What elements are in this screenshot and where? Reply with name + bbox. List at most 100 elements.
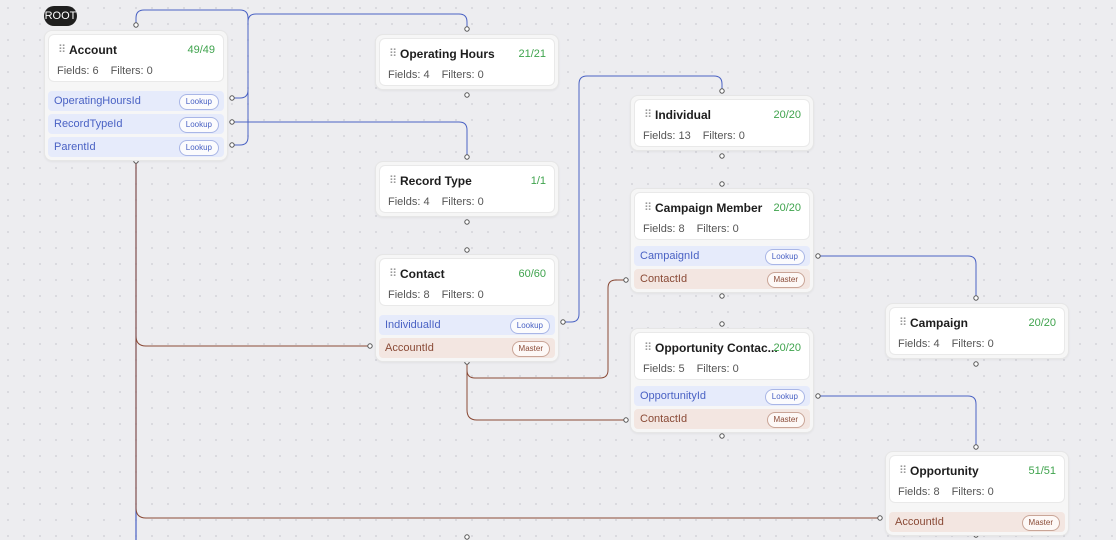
edge-campaignmember-contact <box>466 279 626 379</box>
edge-opportunitycontact-contact <box>466 362 626 421</box>
node-fields-count: Fields: 5 <box>643 363 685 375</box>
field-name: AccountId <box>385 342 434 354</box>
node-fields-count: Fields: 6 <box>57 65 99 77</box>
field-row-accountid[interactable]: AccountId Master <box>889 512 1065 532</box>
node-filters-count: Filters: 0 <box>951 486 994 498</box>
node-title: Opportunity Contac... <box>655 341 778 355</box>
node-title: Campaign Member <box>655 201 763 215</box>
node-header: ⠿ Campaign 20/20 Fields: 4 Filters: 0 <box>889 307 1065 355</box>
node-header: ⠿ Contact 60/60 Fields: 8 Filters: 0 <box>379 258 555 306</box>
node-campaign[interactable]: ⠿ Campaign 20/20 Fields: 4 Filters: 0 <box>885 303 1069 359</box>
field-name: AccountId <box>895 516 944 528</box>
field-row-contactid[interactable]: ContactId Master <box>634 269 810 289</box>
node-record-count: 49/49 <box>187 44 215 56</box>
lookup-badge: Lookup <box>178 94 219 110</box>
node-record-count: 21/21 <box>518 48 546 60</box>
node-title: Contact <box>400 267 445 281</box>
field-name: IndividualId <box>385 319 441 331</box>
edge-campaignmember-campaign <box>818 255 977 297</box>
edge-opportunitycontact-opportunity <box>818 395 977 446</box>
node-fields-count: Fields: 8 <box>898 486 940 498</box>
field-row-parentid[interactable]: ParentId Lookup <box>48 137 224 157</box>
node-header: ⠿ Record Type 1/1 Fields: 4 Filters: 0 <box>379 165 555 213</box>
drag-handle-icon[interactable]: ⠿ <box>899 317 907 329</box>
edge-account-recordtype <box>232 121 468 156</box>
node-filters-count: Filters: 0 <box>441 196 484 208</box>
edge-opportunity-account <box>135 162 880 519</box>
drag-handle-icon[interactable]: ⠿ <box>644 109 652 121</box>
node-record-count: 20/20 <box>773 342 801 354</box>
drag-handle-icon[interactable]: ⠿ <box>644 342 652 354</box>
field-row-recordtypeid[interactable]: RecordTypeId Lookup <box>48 114 224 134</box>
drag-handle-icon[interactable]: ⠿ <box>389 175 397 187</box>
node-filters-count: Filters: 0 <box>951 338 994 350</box>
field-row-accountid[interactable]: AccountId Master <box>379 338 555 358</box>
field-name: ParentId <box>54 141 96 153</box>
field-name: ContactId <box>640 273 688 285</box>
master-badge: Master <box>766 412 805 428</box>
field-name: OperatingHoursId <box>54 95 141 107</box>
node-filters-count: Filters: 0 <box>441 69 484 81</box>
edge-account-parent <box>135 9 249 146</box>
field-row-operatinghoursid[interactable]: OperatingHoursId Lookup <box>48 91 224 111</box>
node-record-type[interactable]: ⠿ Record Type 1/1 Fields: 4 Filters: 0 <box>375 161 559 217</box>
field-name: ContactId <box>640 413 688 425</box>
lookup-badge: Lookup <box>764 389 805 405</box>
node-record-count: 20/20 <box>773 202 801 214</box>
node-title: Operating Hours <box>400 47 495 61</box>
node-account[interactable]: ⠿ Account 49/49 Fields: 6 Filters: 0 Oper… <box>44 30 228 161</box>
node-title: Account <box>69 43 117 57</box>
node-fields-count: Fields: 4 <box>898 338 940 350</box>
field-name: OpportunityId <box>640 390 707 402</box>
node-filters-count: Filters: 0 <box>702 130 745 142</box>
node-filters-count: Filters: 0 <box>110 65 153 77</box>
node-contact[interactable]: ⠿ Contact 60/60 Fields: 8 Filters: 0 Indi… <box>375 254 559 362</box>
root-badge: ROOT <box>44 6 77 26</box>
master-badge: Master <box>766 272 805 288</box>
node-fields-count: Fields: 4 <box>388 196 430 208</box>
edge-contact-account <box>135 162 370 347</box>
field-name: CampaignId <box>640 250 700 262</box>
edge-account-operatinghours <box>232 13 468 99</box>
node-fields-count: Fields: 4 <box>388 69 430 81</box>
field-row-individualid[interactable]: IndividualId Lookup <box>379 315 555 335</box>
node-record-count: 1/1 <box>530 175 546 187</box>
node-fields-count: Fields: 8 <box>388 289 430 301</box>
node-fields-count: Fields: 13 <box>643 130 691 142</box>
drag-handle-icon[interactable]: ⠿ <box>58 44 66 56</box>
lookup-badge: Lookup <box>178 117 219 133</box>
drag-handle-icon[interactable]: ⠿ <box>899 465 907 477</box>
lookup-badge: Lookup <box>509 318 550 334</box>
field-name: RecordTypeId <box>54 118 123 130</box>
lookup-badge: Lookup <box>764 249 805 265</box>
node-filters-count: Filters: 0 <box>696 363 739 375</box>
node-opportunity-contact[interactable]: ⠿ Opportunity Contac... 20/20 Fields: 5 F… <box>630 328 814 433</box>
field-row-contactid[interactable]: ContactId Master <box>634 409 810 429</box>
node-filters-count: Filters: 0 <box>441 289 484 301</box>
node-header: ⠿ Opportunity Contac... 20/20 Fields: 5 F… <box>634 332 810 380</box>
master-badge: Master <box>511 341 550 357</box>
node-title: Individual <box>655 108 712 122</box>
node-header: ⠿ Account 49/49 Fields: 6 Filters: 0 <box>48 34 224 82</box>
drag-handle-icon[interactable]: ⠿ <box>389 48 397 60</box>
node-header: ⠿ Operating Hours 21/21 Fields: 4 Filters… <box>379 38 555 86</box>
node-operating-hours[interactable]: ⠿ Operating Hours 21/21 Fields: 4 Filters… <box>375 34 559 90</box>
node-title: Opportunity <box>910 464 979 478</box>
node-filters-count: Filters: 0 <box>696 223 739 235</box>
node-title: Record Type <box>400 174 472 188</box>
drag-handle-icon[interactable]: ⠿ <box>644 202 652 214</box>
node-record-count: 20/20 <box>1028 317 1056 329</box>
node-title: Campaign <box>910 316 969 330</box>
lookup-badge: Lookup <box>178 140 219 156</box>
node-record-count: 60/60 <box>518 268 546 280</box>
drag-handle-icon[interactable]: ⠿ <box>389 268 397 280</box>
field-row-campaignid[interactable]: CampaignId Lookup <box>634 246 810 266</box>
field-row-opportunityid[interactable]: OpportunityId Lookup <box>634 386 810 406</box>
